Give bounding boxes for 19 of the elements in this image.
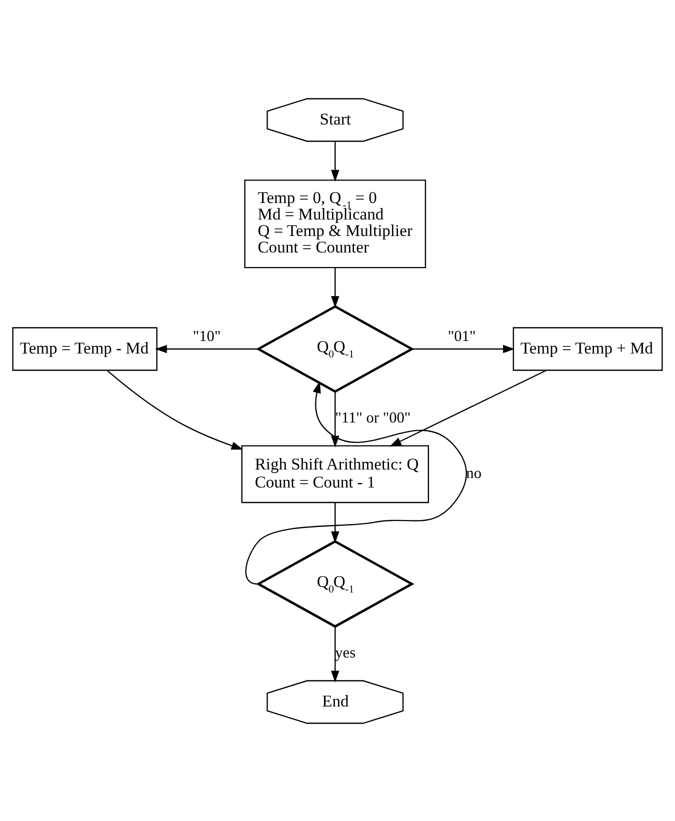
edge-label: "10" (192, 328, 221, 345)
edge-label: "11" or "00" (335, 409, 411, 426)
node-box: Temp = Temp + Md (512, 326, 663, 370)
arrow (331, 626, 340, 682)
arrow (331, 502, 340, 543)
arrow (331, 141, 340, 182)
node-box: Temp = Temp - Md (12, 326, 158, 370)
arrow (412, 344, 515, 353)
edge-label: "01" (448, 328, 476, 345)
node-box: Righ Shift Arithmetic: Q Count = Count - 1 (241, 444, 429, 503)
node-box: Temp = 0, Q$_{-1}$ = 0 Md = Multiplicand Q = Temp & Multiplier Count = Counter (244, 179, 426, 268)
arrow (331, 267, 340, 308)
arrow (331, 391, 340, 448)
node-diamond: Q$_{0}$Q$_{-1}$ (256, 540, 414, 628)
arrow (390, 369, 546, 446)
edge-label: yes (335, 644, 356, 662)
arrow (245, 380, 467, 584)
arrow (155, 344, 258, 353)
arrow (106, 369, 244, 450)
